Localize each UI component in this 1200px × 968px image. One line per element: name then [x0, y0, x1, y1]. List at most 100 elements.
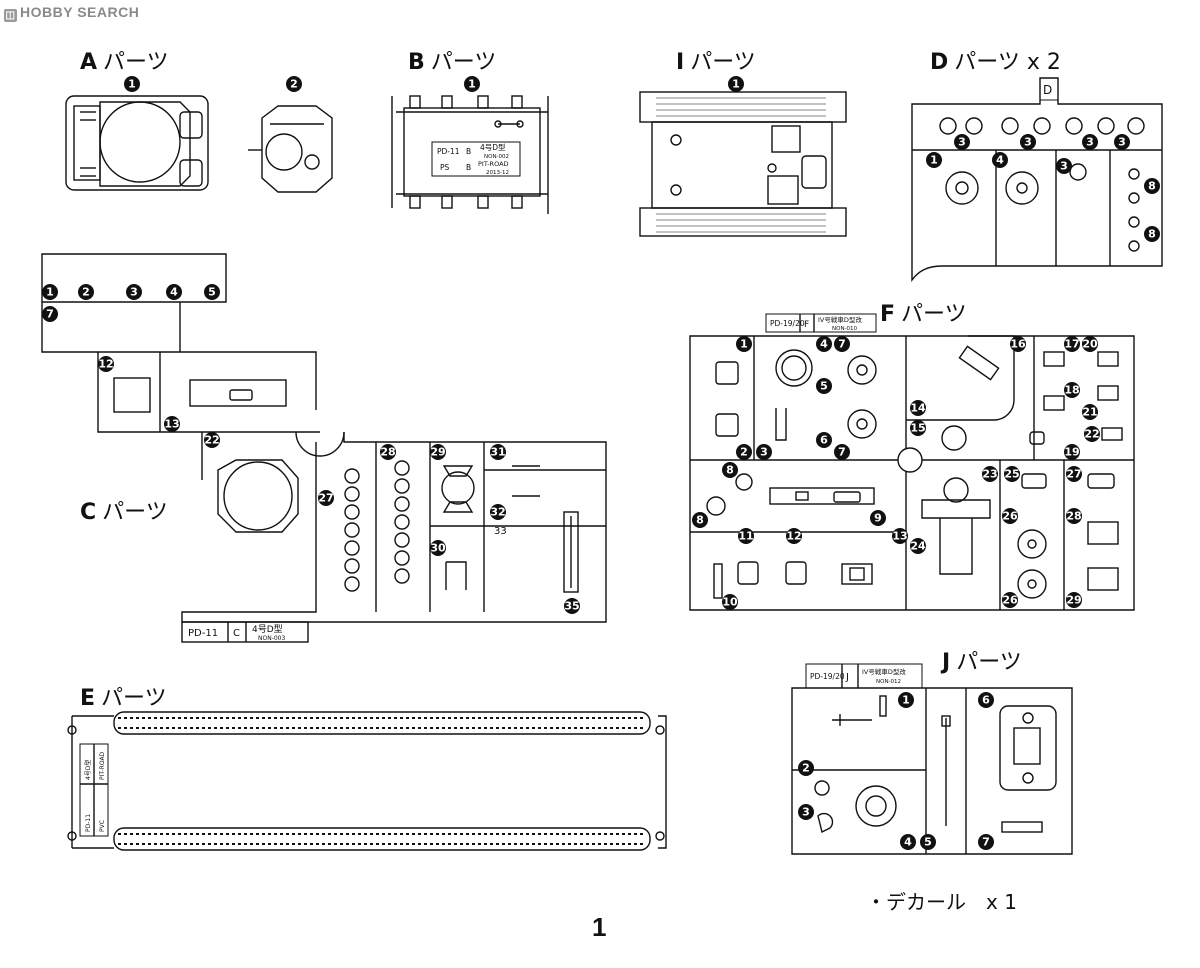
svg-text:5: 5: [820, 380, 828, 393]
svg-text:3: 3: [1118, 136, 1126, 149]
svg-text:3: 3: [1086, 136, 1094, 149]
badge-f-24: 24: [910, 538, 926, 554]
svg-text:12: 12: [98, 358, 113, 371]
badge-c-5: 5: [204, 284, 220, 300]
sprue-c-wheels-27: [344, 468, 360, 592]
badge-f-29: 29: [1066, 592, 1082, 608]
svg-text:3: 3: [130, 286, 138, 299]
svg-text:PD-11: PD-11: [85, 814, 92, 832]
badge-f-8a: 8: [722, 462, 738, 478]
badge-f-16: 16: [1010, 336, 1026, 352]
badge-f-17: 17: [1064, 336, 1080, 352]
svg-text:10: 10: [722, 596, 738, 609]
svg-text:C: C: [233, 628, 240, 639]
svg-text:4号D型: 4号D型: [252, 624, 283, 635]
badge-c-2: 2: [78, 284, 94, 300]
badge-j-3: 3: [798, 804, 814, 820]
svg-text:20: 20: [1082, 338, 1098, 351]
sprue-d-tag: D: [1043, 83, 1052, 97]
badge-f-5: 5: [816, 378, 832, 394]
badge-d-1: 1: [926, 152, 942, 168]
badge-c-1: 1: [42, 284, 58, 300]
svg-text:25: 25: [1004, 468, 1019, 481]
part-b1-hull-bottom-drawing: [391, 95, 549, 214]
plate-b: PD-11 B 4号D型 NON-002 PS B PIT-ROAD 2013-…: [437, 143, 509, 176]
svg-text:6: 6: [982, 694, 990, 707]
badge-j-6: 6: [978, 692, 994, 708]
svg-text:3: 3: [958, 136, 966, 149]
svg-text:13: 13: [892, 530, 907, 543]
badge-f-7b: 7: [834, 444, 850, 460]
badge-c-29: 29: [430, 444, 446, 460]
badge-c-3: 3: [126, 284, 142, 300]
badge-f-10: 10: [722, 594, 738, 610]
badge-f-11: 11: [738, 528, 754, 544]
badge-j-4: 4: [900, 834, 916, 850]
badge-c-4: 4: [166, 284, 182, 300]
svg-text:4: 4: [904, 836, 912, 849]
svg-text:IV号戦車D型改: IV号戦車D型改: [818, 315, 862, 324]
badge-c-7: 7: [42, 306, 58, 322]
svg-text:14: 14: [910, 402, 926, 415]
plate-j: PD-19/20 J IV号戦車D型改 NON-012: [810, 667, 906, 685]
badge-f-9: 9: [870, 510, 886, 526]
svg-text:3: 3: [1060, 160, 1068, 173]
svg-text:PD-11: PD-11: [437, 147, 460, 156]
badge-j-5: 5: [920, 834, 936, 850]
badge-f-1: 1: [736, 336, 752, 352]
svg-text:2013-12: 2013-12: [486, 170, 509, 176]
plate-labels: PD-11 B 4号D型 NON-002 PS B PIT-ROAD 2013-…: [84, 83, 1052, 832]
svg-text:24: 24: [910, 540, 926, 553]
svg-text:B: B: [466, 147, 471, 156]
svg-text:3: 3: [802, 806, 810, 819]
c-33-label: 33: [494, 526, 507, 537]
hobby-search-logo: ◫HOBBY SEARCH: [4, 4, 139, 22]
svg-text:9: 9: [874, 512, 882, 525]
svg-text:29: 29: [1066, 594, 1081, 607]
badge-f-3: 3: [756, 444, 772, 460]
svg-text:4: 4: [996, 154, 1004, 167]
svg-text:17: 17: [1064, 338, 1079, 351]
decal-note: ・デカール x 1: [866, 890, 1017, 914]
badge-c-32: 32: [490, 504, 506, 520]
svg-text:2: 2: [740, 446, 748, 459]
svg-text:23: 23: [982, 468, 997, 481]
svg-text:1: 1: [128, 78, 136, 91]
badge-f-26b: 26: [1002, 592, 1018, 608]
svg-text:21: 21: [1082, 406, 1097, 419]
svg-text:4: 4: [820, 338, 828, 351]
svg-text:2: 2: [802, 762, 810, 775]
badge-f-20: 20: [1082, 336, 1098, 352]
svg-text:8: 8: [696, 514, 704, 527]
svg-text:18: 18: [1064, 384, 1079, 397]
svg-text:NON-010: NON-010: [832, 326, 858, 332]
part-number-badges: 1 2 1 1 1 3 4 3 3 3 3 8 8 1 2 3 4 5 7 12…: [42, 76, 1160, 850]
svg-text:5: 5: [924, 836, 932, 849]
svg-text:NON-002: NON-002: [484, 154, 509, 160]
svg-text:F: F: [804, 320, 809, 330]
badge-c-31: 31: [490, 444, 506, 460]
svg-text:15: 15: [910, 422, 925, 435]
badge-f-28: 28: [1066, 508, 1082, 524]
badge-j-2: 2: [798, 760, 814, 776]
badge-d-3d: 3: [1082, 134, 1098, 150]
page-number: 1: [592, 912, 607, 942]
svg-text:7: 7: [982, 836, 990, 849]
badge-a-1: 1: [124, 76, 140, 92]
svg-text:1: 1: [732, 78, 740, 91]
svg-text:PIT-ROAD: PIT-ROAD: [99, 751, 106, 780]
svg-text:6: 6: [820, 434, 828, 447]
sprue-d-drawing: [911, 77, 1163, 283]
svg-text:PD-19/20: PD-19/20: [810, 672, 845, 681]
part-i1-hull-upper-drawing: [639, 91, 847, 237]
badge-d-3a: 3: [954, 134, 970, 150]
sprue-f-drawing: [689, 313, 1135, 611]
plate-f: PD-19/20 F IV号戦車D型改 NON-010: [770, 315, 862, 332]
svg-text:1: 1: [468, 78, 476, 91]
svg-text:PS: PS: [440, 163, 450, 172]
